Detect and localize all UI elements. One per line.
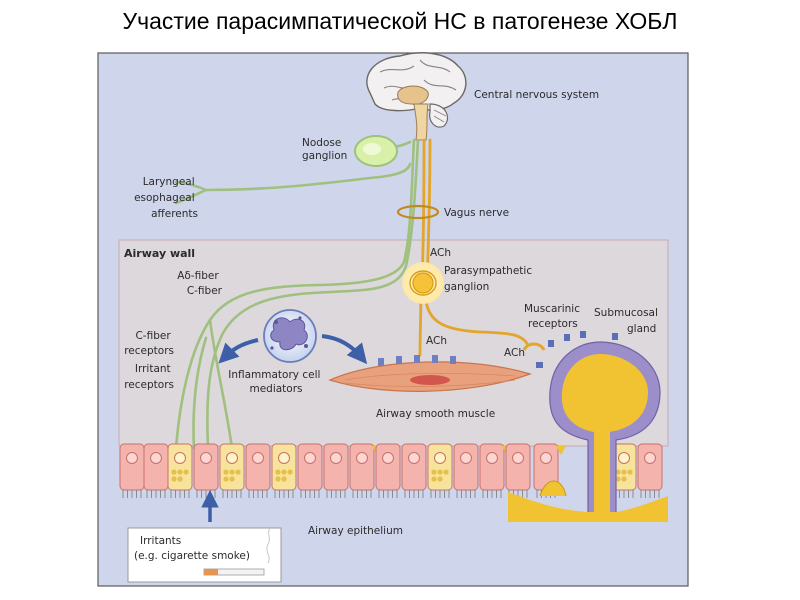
cell-nucleus bbox=[512, 452, 524, 464]
mucus-granule bbox=[223, 469, 229, 475]
sensory-terminal bbox=[556, 446, 566, 455]
mucus-granule bbox=[615, 469, 621, 475]
mucus-granule bbox=[177, 469, 183, 475]
cell-nucleus bbox=[226, 452, 238, 464]
ach-gland-label: ACh bbox=[504, 347, 525, 359]
inflammatory-label: Inflammatory cell mediators bbox=[228, 369, 324, 395]
ach-top-label: ACh bbox=[430, 247, 451, 259]
slide-title: Участие парасимпатической НС в патогенез… bbox=[122, 8, 678, 34]
epithelial-cell bbox=[323, 443, 349, 491]
goblet-cell bbox=[427, 443, 453, 491]
epithelial-cell bbox=[375, 443, 401, 491]
mucus-granule bbox=[235, 469, 241, 475]
cell-nucleus bbox=[644, 452, 656, 464]
vagus-label: Vagus nerve bbox=[444, 207, 509, 219]
laryngeal-label: Laryngeal esophageal afferents bbox=[134, 176, 198, 220]
cell-nucleus bbox=[278, 452, 290, 464]
epithelial-cell bbox=[349, 443, 375, 491]
cell-nucleus bbox=[356, 452, 368, 464]
mucus-granule bbox=[431, 469, 437, 475]
epithelial-cell bbox=[401, 443, 427, 491]
ach-muscle-label: ACh bbox=[426, 335, 447, 347]
brain-illustration bbox=[366, 52, 467, 141]
airway-epithelium bbox=[119, 443, 663, 491]
epithelial-cell bbox=[453, 443, 479, 491]
arrow-to-receptors bbox=[218, 338, 259, 364]
cell-nucleus bbox=[618, 452, 630, 464]
mucus-granule bbox=[281, 469, 287, 475]
epithelial-cell bbox=[505, 443, 531, 491]
smooth-muscle-label: Airway smooth muscle bbox=[376, 408, 495, 420]
mucus-granule bbox=[437, 469, 443, 475]
cell-nucleus bbox=[330, 452, 342, 464]
cell-nucleus bbox=[174, 452, 186, 464]
cns-label: Central nervous system bbox=[474, 89, 599, 101]
cell-nucleus bbox=[304, 452, 316, 464]
inflammatory-cell bbox=[263, 309, 317, 363]
cell-nucleus bbox=[434, 452, 446, 464]
mucus-granule bbox=[621, 476, 627, 482]
airway-wall-label: Airway wall bbox=[124, 247, 195, 260]
mucus-granule bbox=[627, 469, 633, 475]
epithelial-cell bbox=[297, 443, 323, 491]
epithelium-label: Airway epithelium bbox=[308, 525, 403, 537]
cell-nucleus bbox=[382, 452, 394, 464]
submucosal-label: Submucosal gland bbox=[594, 307, 661, 335]
cell-nucleus bbox=[126, 452, 138, 464]
mucus-granule bbox=[431, 476, 437, 482]
mucus-granule bbox=[281, 476, 287, 482]
mucus-granule bbox=[443, 469, 449, 475]
goblet-cell bbox=[271, 443, 297, 491]
cell-nucleus bbox=[252, 452, 264, 464]
mucus-granule bbox=[275, 476, 281, 482]
cfiber-receptors-label: C-fiber receptors bbox=[124, 330, 174, 357]
arrow-to-muscle bbox=[321, 334, 368, 365]
mucus-granule bbox=[229, 476, 235, 482]
airway-smooth-muscle bbox=[328, 355, 532, 392]
epithelial-cell bbox=[119, 443, 145, 491]
mucus-granule bbox=[177, 476, 183, 482]
cell-nucleus bbox=[486, 452, 498, 464]
cell-nucleus bbox=[150, 452, 162, 464]
fiber-types-label: Aδ-fiber C-fiber bbox=[177, 270, 222, 297]
gland-receptor-terminal bbox=[522, 342, 546, 351]
cell-nucleus bbox=[408, 452, 420, 464]
epithelial-cell bbox=[245, 443, 271, 491]
ganglion-label: Parasympathetic ganglion bbox=[444, 265, 535, 293]
mucus-granule bbox=[183, 469, 189, 475]
cell-nucleus bbox=[460, 452, 472, 464]
mucus-granule bbox=[615, 476, 621, 482]
irritant-receptors-label: Irritant receptors bbox=[124, 363, 174, 391]
epithelial-cell bbox=[143, 443, 169, 491]
cell-nucleus bbox=[200, 452, 212, 464]
mucus-granule bbox=[287, 469, 293, 475]
epithelial-cell bbox=[637, 443, 663, 491]
mucus-granule bbox=[275, 469, 281, 475]
submucosal-gland bbox=[508, 331, 668, 522]
cigarette-icon bbox=[203, 527, 271, 576]
muscarinic-label: Muscarinic receptors bbox=[524, 303, 583, 330]
goblet-cell bbox=[219, 443, 245, 491]
mucus-granule bbox=[171, 476, 177, 482]
mucus-granule bbox=[171, 469, 177, 475]
afferent-pathways bbox=[174, 138, 420, 450]
cell-nucleus bbox=[540, 452, 552, 464]
epithelial-cell bbox=[193, 443, 219, 491]
mucus-granule bbox=[229, 469, 235, 475]
irritants-label: Irritants (e.g. cigarette smoke) bbox=[134, 535, 250, 562]
mucus-granule bbox=[223, 476, 229, 482]
mucus-granule bbox=[437, 476, 443, 482]
mucus-granule bbox=[621, 469, 627, 475]
goblet-cell bbox=[167, 443, 193, 491]
nodose-label: Nodose ganglion bbox=[302, 137, 347, 162]
epithelial-cell bbox=[479, 443, 505, 491]
vagus-nerve-ring bbox=[396, 204, 440, 220]
